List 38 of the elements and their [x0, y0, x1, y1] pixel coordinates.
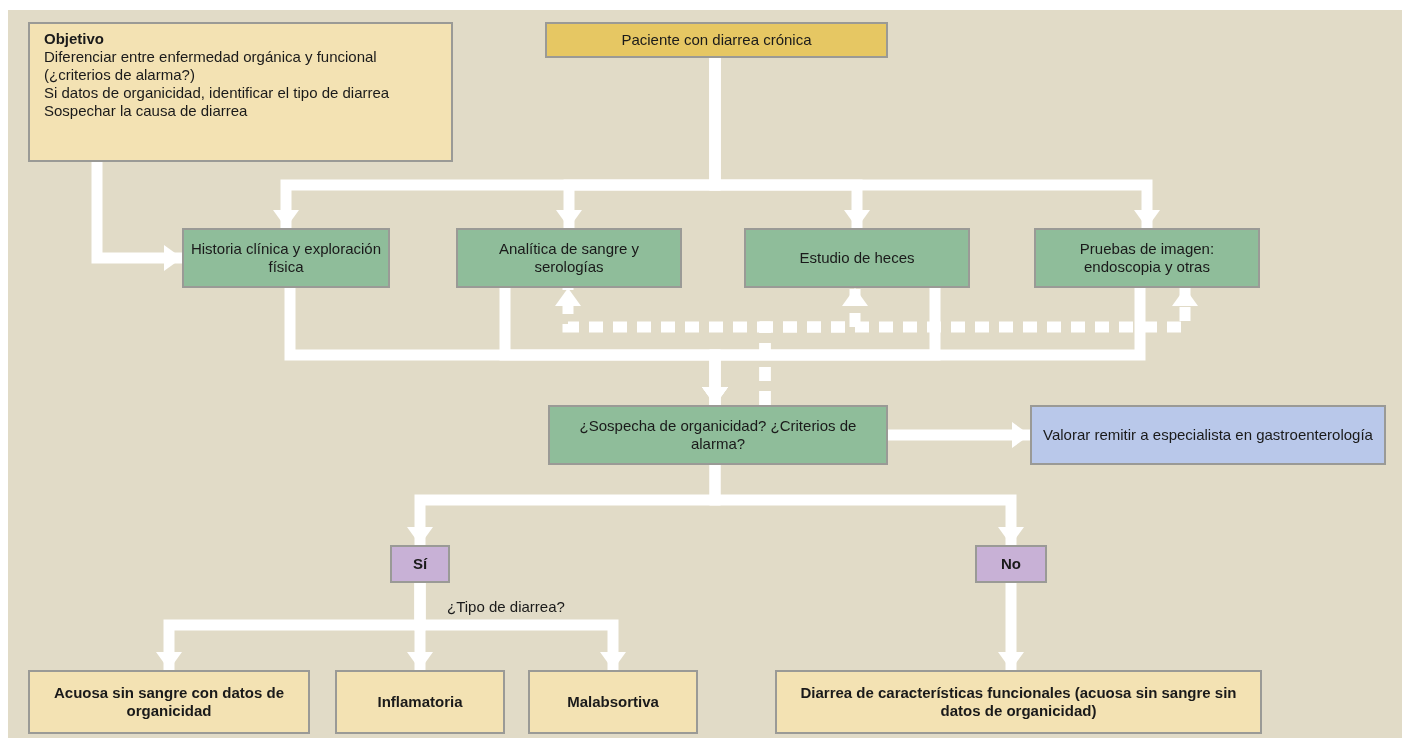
process-box	[744, 228, 970, 288]
box-text: Paciente con diarrea crónica	[621, 31, 812, 49]
box-text: Historia clínica y exploración física	[190, 240, 382, 276]
dashed-arrow	[759, 288, 1198, 405]
box-text: Valorar remitir a especialista en gastroenterología	[1043, 426, 1373, 444]
result-box	[28, 670, 310, 734]
referral-box	[1030, 405, 1386, 465]
bullet-text: Diferenciar entre enfermedad orgánica y funcional (¿criterios de alarma?)	[44, 48, 378, 84]
result-box	[528, 670, 698, 734]
start-box	[545, 22, 888, 58]
box-text: Diarrea de características funcionales (acuosa sin sangre sin datos de organicidad)	[799, 684, 1238, 720]
box-text: Acuosa sin sangre con datos de organicidad	[52, 684, 286, 720]
box-text: Analítica de sangre y serologías	[497, 240, 641, 276]
arrow	[998, 583, 1024, 670]
process-box	[456, 228, 682, 288]
arrow	[414, 583, 626, 670]
box-text: Estudio de heces	[799, 249, 915, 267]
decision-box	[548, 405, 888, 465]
result-box	[775, 670, 1262, 734]
arrow	[709, 465, 1024, 545]
process-box	[182, 228, 390, 288]
process-box	[1034, 228, 1260, 288]
box-text: Malabsortiva	[567, 693, 659, 711]
answer-box	[975, 545, 1047, 583]
result-box	[335, 670, 505, 734]
arrow	[888, 422, 1030, 448]
box-text: ¿Sospecha de organicidad? ¿Criterios de alarma?	[578, 417, 858, 453]
box-text: Pruebas de imagen: endoscopia y otras	[1078, 240, 1216, 276]
bullet-text: Sospechar la causa de diarrea	[44, 102, 248, 120]
arrow	[91, 162, 182, 271]
note-box	[28, 22, 453, 162]
question-label: ¿Tipo de diarrea?	[447, 598, 565, 615]
box-text: No	[1001, 555, 1021, 573]
bullet-text: Si datos de organicidad, identificar el tipo de diarrea	[44, 84, 390, 102]
box-text: Inflamatoria	[377, 693, 463, 711]
heading: Objetivo	[44, 30, 104, 48]
answer-box	[390, 545, 450, 583]
box-text: Sí	[412, 555, 428, 573]
